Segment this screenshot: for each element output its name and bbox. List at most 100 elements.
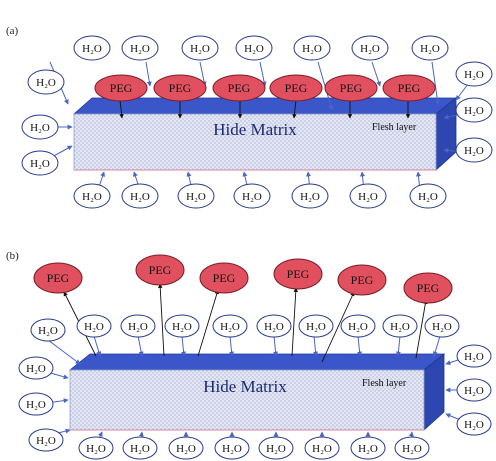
peg-molecule: PEG: [153, 74, 207, 102]
water-molecule: H₂O: [455, 97, 493, 123]
water-label: H₂O: [38, 325, 58, 337]
water-label: H₂O: [302, 43, 322, 55]
water-label: H₂O: [190, 43, 210, 55]
hide-matrix-label-b: Hide Matrix: [203, 377, 287, 396]
water-molecule: H₂O: [409, 183, 447, 209]
water-label: H₂O: [84, 321, 104, 333]
water-label: H₂O: [464, 69, 484, 81]
water-label: H₂O: [464, 145, 484, 157]
water-label: H₂O: [420, 43, 440, 55]
peg-molecule: PEG: [403, 272, 453, 304]
water-molecule: H₂O: [304, 436, 340, 460]
water-molecule: H₂O: [78, 436, 114, 460]
peg-molecule: PEG: [273, 258, 323, 290]
water-label: H₂O: [402, 443, 422, 455]
water-molecule: H₂O: [21, 114, 59, 140]
water-label: H₂O: [418, 191, 438, 203]
water-molecule: H₂O: [298, 314, 334, 338]
water-label: H₂O: [36, 77, 56, 89]
water-label: H₂O: [30, 158, 50, 170]
peg-label: PEG: [47, 271, 70, 285]
water-molecule: H₂O: [122, 436, 158, 460]
peg-label: PEG: [351, 273, 374, 287]
water-label: H₂O: [26, 363, 46, 375]
peg-label: PEG: [417, 281, 440, 295]
water-label: H₂O: [358, 191, 378, 203]
peg-molecule: PEG: [33, 262, 83, 294]
peg-label: PEG: [340, 81, 363, 95]
peg-arrows-a: [119, 99, 411, 119]
peg-label: PEG: [110, 81, 133, 95]
water-label: H₂O: [86, 443, 106, 455]
water-label: H₂O: [300, 191, 320, 203]
peg-molecule: PEG: [212, 74, 266, 102]
peg-label: PEG: [287, 267, 310, 281]
water-label: H₂O: [306, 321, 326, 333]
water-label: H₂O: [82, 43, 102, 55]
water-label: H₂O: [186, 191, 206, 203]
water-label: H₂O: [464, 105, 484, 117]
water-label: H₂O: [264, 321, 284, 333]
water-molecule: H₂O: [394, 436, 430, 460]
water-label: H₂O: [464, 385, 484, 397]
water-label: H₂O: [82, 191, 102, 203]
water-label: H₂O: [360, 43, 380, 55]
water-molecule: H₂O: [120, 314, 156, 338]
water-molecule: H₂O: [28, 428, 64, 452]
water-label: H₂O: [432, 321, 452, 333]
water-molecule: H₂O: [76, 314, 112, 338]
slab-top-b: [68, 353, 446, 371]
peg-label: PEG: [169, 81, 192, 95]
flesh-layer-label-a: Flesh layer: [372, 122, 417, 133]
peg-molecule: PEG: [269, 74, 323, 102]
water-molecule: H₂O: [235, 35, 273, 61]
water-label: H₂O: [172, 321, 192, 333]
water-molecule: H₂O: [18, 356, 54, 380]
water-molecule: H₂O: [212, 314, 248, 338]
water-label: H₂O: [244, 43, 264, 55]
water-molecule: H₂O: [258, 436, 294, 460]
water-molecule: H₂O: [233, 183, 271, 209]
water-label: H₂O: [390, 321, 410, 333]
panel-b-label: (b): [6, 250, 19, 262]
water-molecule: H₂O: [293, 35, 331, 61]
water-molecule: H₂O: [456, 412, 492, 436]
panel-b: (b) Hide Matrix Flesh layer: [6, 250, 492, 460]
hide-matrix-label-a: Hide Matrix: [213, 120, 297, 139]
water-molecule: H₂O: [27, 69, 65, 95]
peg-molecule: PEG: [337, 264, 387, 296]
water-molecule: H₂O: [455, 61, 493, 87]
peg-label: PEG: [149, 263, 172, 277]
water-label: H₂O: [464, 419, 484, 431]
peg-molecule: PEG: [94, 74, 148, 102]
water-molecule: H₂O: [351, 35, 389, 61]
peg-arrows-b: [63, 283, 428, 363]
water-label: H₂O: [30, 122, 50, 134]
peg-molecule: PEG: [382, 74, 436, 102]
water-label: H₂O: [242, 191, 262, 203]
peg-molecule: PEG: [199, 262, 249, 294]
water-molecule: H₂O: [121, 183, 159, 209]
water-group-b: H₂O H₂O H₂O H₂O H₂O H₂O H₂O H₂O H₂O H₂O …: [18, 314, 492, 460]
water-molecule: H₂O: [350, 436, 386, 460]
water-molecule: H₂O: [424, 314, 460, 338]
peg-label: PEG: [285, 81, 308, 95]
water-molecule: H₂O: [181, 35, 219, 61]
water-label: H₂O: [220, 321, 240, 333]
water-molecule: H₂O: [30, 318, 66, 342]
panel-a-label: (a): [6, 25, 19, 37]
water-label: H₂O: [222, 443, 242, 455]
hide-slab-a: Hide Matrix Flesh layer: [72, 97, 458, 171]
water-molecule: H₂O: [256, 314, 292, 338]
water-label: H₂O: [36, 435, 56, 447]
water-molecule: H₂O: [164, 314, 200, 338]
water-molecule: H₂O: [168, 436, 204, 460]
water-molecule: H₂O: [73, 35, 111, 61]
peg-label: PEG: [228, 81, 251, 95]
water-label: H₂O: [266, 443, 286, 455]
peg-group-a: PEG PEG PEG PEG PEG PEG: [94, 74, 436, 102]
water-molecule: H₂O: [291, 183, 329, 209]
water-label: H₂O: [348, 321, 368, 333]
peg-molecule: PEG: [135, 254, 185, 286]
water-label: H₂O: [130, 443, 150, 455]
